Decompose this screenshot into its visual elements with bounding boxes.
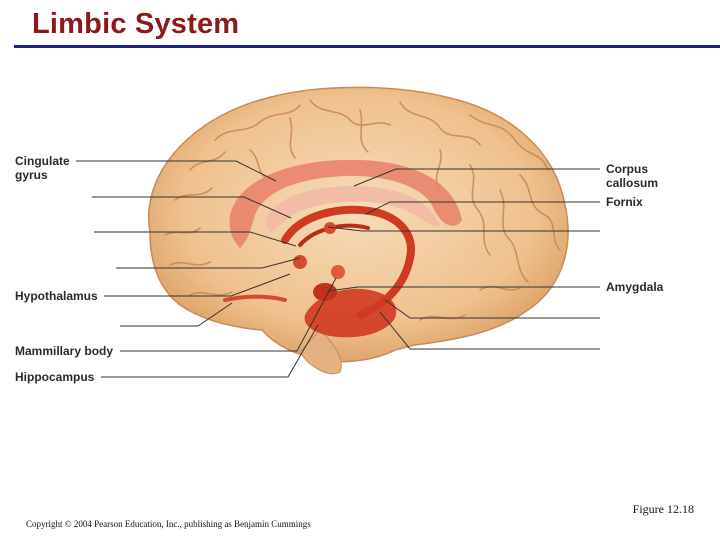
slide-title: Limbic System [32,8,240,40]
leader-blank-4 [120,302,233,327]
hypothalamus-node [293,255,307,269]
label-cingulate-line2: gyrus [15,168,48,182]
title-rule [14,45,720,48]
leader-blank-1 [92,196,292,219]
leader-blank-7 [379,311,600,350]
leader-mammillary [120,277,337,352]
label-hypothalamus: Hypothalamus [15,289,98,303]
brainstem-shape [299,329,342,375]
leader-fornix [365,201,600,215]
leader-blank-2 [94,231,297,247]
limbic-structures [223,159,462,338]
fornix-shape [281,205,415,319]
figure-number: Figure 12.18 [632,502,694,516]
copyright-notice: Copyright © 2004 Pearson Education, Inc.… [26,519,311,529]
leader-cingulate [76,160,277,182]
leader-lines [76,160,600,378]
label-corpus-callosum: Corpus callosum [606,162,658,190]
mammillary-body-node [331,265,345,279]
leader-hippocampus [101,324,319,378]
hippocampus-shape [304,288,397,338]
label-hippocampus: Hippocampus [15,370,95,384]
cingulate-gyrus-shape [229,159,462,248]
leader-blank-3 [116,257,301,269]
label-cingulate-gyrus: Cingulate gyrus [15,154,70,182]
leader-corpus-callosum [353,168,600,187]
label-amygdala: Amygdala [606,280,664,294]
corpus-callosum-shape [265,185,440,232]
label-mammillary-body: Mammillary body [15,344,114,358]
leader-hypothalamus [104,273,291,297]
label-corpus-line2: callosum [606,176,659,190]
leader-amygdala [327,286,600,292]
olfactory-tract [223,294,287,302]
thalamus-node [324,222,336,234]
leader-blank-5 [327,226,600,232]
label-fornix: Fornix [606,195,643,209]
leader-blank-6 [384,299,600,319]
label-corpus-line1: Corpus [606,162,648,176]
label-cingulate-line1: Cingulate [15,154,70,168]
